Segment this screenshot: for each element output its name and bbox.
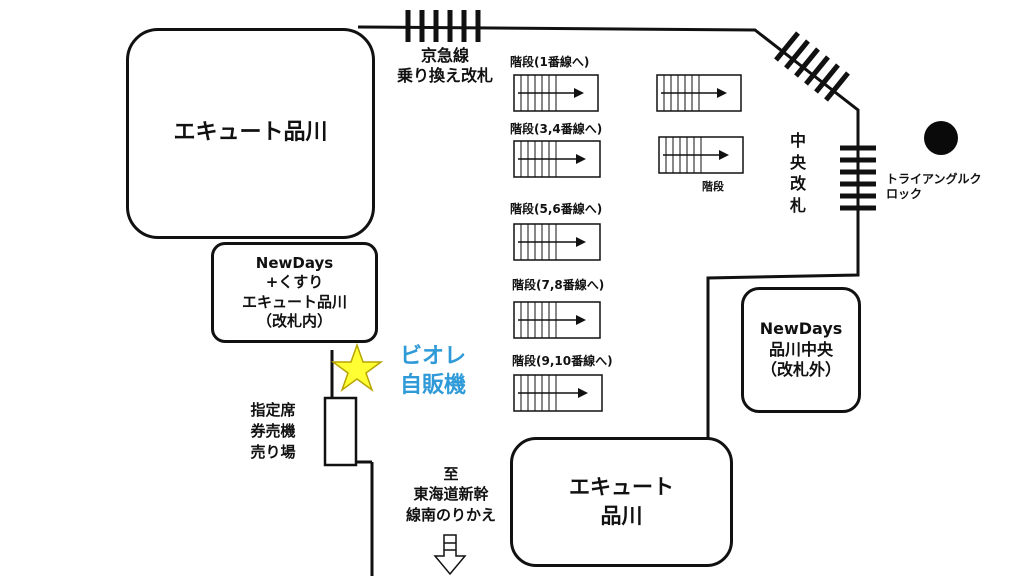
reserved-ticket-label: 指定席 券売機 売り場 xyxy=(250,401,296,461)
newdays-outside-shop: NewDays 品川中央 （改札外） xyxy=(741,287,861,413)
stairs-right-label: 階段 xyxy=(702,180,724,193)
stairs-label-1: 階段(1番線へ) xyxy=(510,55,590,69)
ekyute-shop-south: エキュート 品川 xyxy=(510,437,733,567)
ticket-machine xyxy=(323,396,358,467)
staircase-2 xyxy=(513,140,601,178)
stairs-label-2: 階段(3,4番線へ) xyxy=(510,122,603,136)
staircase-4 xyxy=(513,301,601,339)
shinkansen-transfer-label: 至 東海道新幹 線南のりかえ xyxy=(405,465,496,524)
station-walls xyxy=(330,25,860,576)
keikyu-gate-label: 京急線 乗り換え改札 xyxy=(396,46,493,85)
clock-dot-icon xyxy=(924,121,958,155)
newdays-inside-label: NewDays +くすり エキュート品川 （改札内） xyxy=(241,253,347,331)
staircase-5 xyxy=(513,374,603,412)
triangle-clock-label: トライアングルク ロック xyxy=(886,172,982,201)
staircase-right-1 xyxy=(656,74,742,112)
stairs-label-4: 階段(7,8番線へ) xyxy=(512,278,605,292)
down-arrow-icon xyxy=(433,534,467,576)
staircase-3 xyxy=(513,223,601,261)
newdays-outside-label: NewDays 品川中央 （改札外） xyxy=(759,318,843,380)
diagonal-gate-bars xyxy=(774,31,850,102)
ekyute-shop-northwest: エキュート品川 xyxy=(126,28,375,239)
central-gate-label: 中 央 改 札 xyxy=(789,131,806,215)
keikyu-gate-bars xyxy=(405,10,481,42)
stairs-label-3: 階段(5,6番線へ) xyxy=(510,202,603,216)
central-gate-bars xyxy=(840,145,876,211)
vending-star-icon xyxy=(330,342,384,393)
staircase-right-2 xyxy=(658,136,744,174)
ekyute-shop-south-label: エキュート 品川 xyxy=(569,474,674,528)
staircase-1 xyxy=(513,74,599,112)
newdays-inside-shop: NewDays +くすり エキュート品川 （改札内） xyxy=(211,242,378,343)
ekyute-shop-northwest-label: エキュート品川 xyxy=(173,120,328,146)
stairs-label-5: 階段(9,10番線へ) xyxy=(512,354,613,368)
vending-machine-label: ビオレ 自販機 xyxy=(399,344,466,398)
upper-right-wall xyxy=(357,25,860,440)
